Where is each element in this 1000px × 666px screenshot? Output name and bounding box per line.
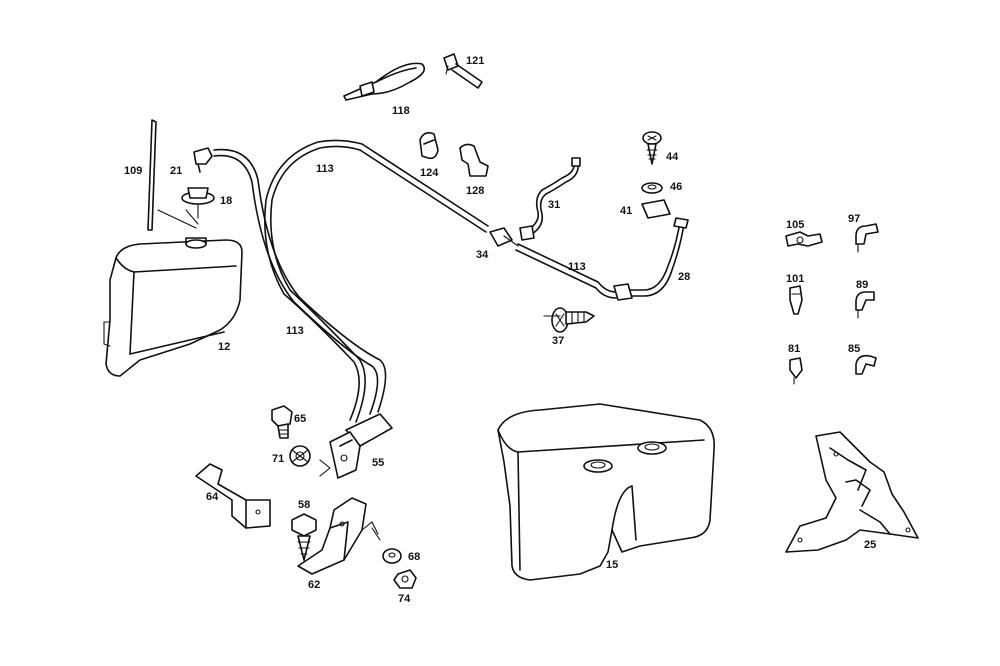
label-81: 81 bbox=[788, 343, 800, 355]
part-62-bracket bbox=[297, 497, 379, 575]
part-124-clamp bbox=[419, 132, 439, 160]
label-101: 101 bbox=[786, 273, 804, 285]
label-44: 44 bbox=[666, 151, 679, 163]
label-62: 62 bbox=[308, 579, 320, 591]
label-97: 97 bbox=[848, 213, 860, 225]
part-labels: 109 21 18 12 113 113 113 118 121 124 128… bbox=[124, 55, 876, 605]
label-85: 85 bbox=[848, 343, 860, 355]
label-41: 41 bbox=[620, 205, 632, 217]
part-97-elbow bbox=[855, 223, 879, 253]
label-68: 68 bbox=[408, 551, 420, 563]
label-74: 74 bbox=[398, 593, 411, 605]
label-37: 37 bbox=[552, 335, 564, 347]
part-58-bolt bbox=[291, 513, 317, 561]
part-34-connector bbox=[489, 227, 519, 247]
part-18-cap bbox=[181, 187, 215, 219]
label-65: 65 bbox=[294, 413, 306, 425]
label-58: 58 bbox=[298, 499, 310, 511]
label-128: 128 bbox=[466, 185, 484, 197]
label-71: 71 bbox=[272, 453, 284, 465]
part-85-elbow bbox=[855, 354, 877, 375]
part-12-reservoir bbox=[103, 237, 243, 377]
part-31-nozzle-hose bbox=[519, 157, 581, 241]
part-46-washer bbox=[641, 182, 663, 194]
part-128-bracket bbox=[459, 143, 489, 177]
part-71-grommet bbox=[289, 445, 311, 467]
label-28: 28 bbox=[678, 271, 690, 283]
label-46: 46 bbox=[670, 181, 682, 193]
part-68-washer bbox=[382, 548, 402, 564]
part-21-connector bbox=[193, 147, 213, 173]
hose-113-top bbox=[359, 143, 489, 233]
part-28-jet-hose bbox=[613, 217, 689, 301]
label-113-left: 113 bbox=[286, 325, 304, 337]
part-89-elbow bbox=[855, 291, 875, 319]
label-55: 55 bbox=[372, 457, 384, 469]
hose-113-right bbox=[515, 243, 617, 299]
part-15-reservoir bbox=[497, 403, 716, 581]
part-55-pump bbox=[319, 413, 393, 479]
label-124: 124 bbox=[420, 167, 439, 179]
label-21: 21 bbox=[170, 165, 182, 177]
label-31: 31 bbox=[548, 199, 560, 211]
label-25: 25 bbox=[864, 539, 876, 551]
label-105: 105 bbox=[786, 219, 804, 231]
part-41-plate bbox=[641, 199, 671, 219]
leader-lines bbox=[157, 209, 561, 541]
part-121-clip bbox=[443, 53, 483, 89]
label-118: 118 bbox=[392, 105, 410, 117]
part-118-cable-tie bbox=[343, 62, 426, 101]
label-121: 121 bbox=[466, 55, 484, 67]
label-113-top: 113 bbox=[316, 163, 334, 175]
label-18: 18 bbox=[220, 195, 232, 207]
part-64-bracket bbox=[195, 463, 271, 529]
part-109-rod bbox=[147, 119, 157, 231]
part-44-screw bbox=[642, 131, 662, 165]
label-64: 64 bbox=[206, 491, 219, 503]
label-89: 89 bbox=[856, 279, 868, 291]
part-65-bolt bbox=[271, 405, 293, 439]
part-101-valve bbox=[789, 285, 803, 315]
part-81-plug bbox=[789, 357, 803, 385]
part-105-connector bbox=[785, 231, 823, 247]
label-34: 34 bbox=[476, 249, 489, 261]
label-15: 15 bbox=[606, 559, 618, 571]
hose-113-left-inner bbox=[264, 139, 366, 423]
label-109: 109 bbox=[124, 165, 142, 177]
label-113-right: 113 bbox=[568, 261, 586, 273]
part-25-bracket bbox=[785, 431, 919, 553]
label-12: 12 bbox=[218, 341, 230, 353]
part-37-screw bbox=[551, 307, 595, 333]
part-74-nut bbox=[393, 569, 417, 589]
